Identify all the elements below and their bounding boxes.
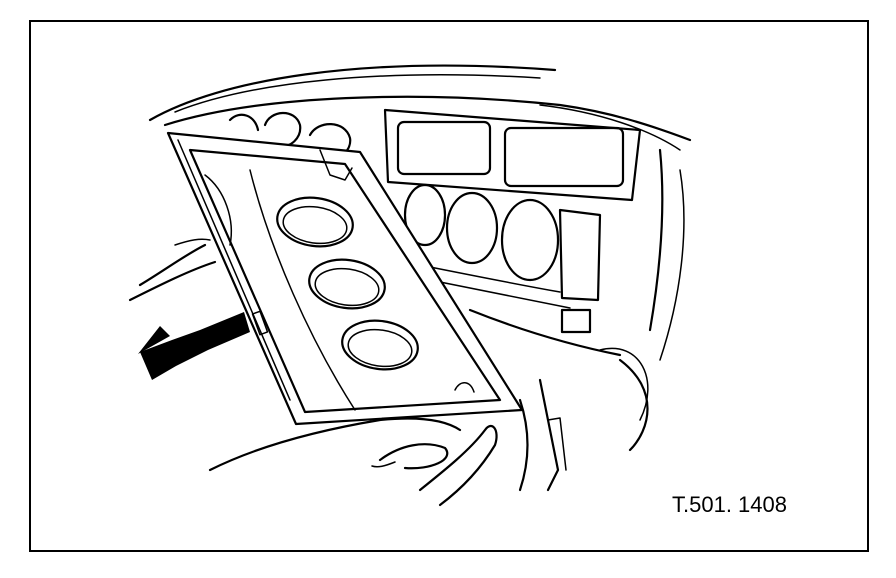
bottom-hand bbox=[208, 417, 498, 507]
instrument-panel-cover bbox=[166, 131, 524, 426]
arrow-icon bbox=[138, 312, 250, 380]
gauge-opening-1 bbox=[403, 183, 447, 247]
panel-gauge-hole-3 bbox=[341, 319, 419, 371]
left-hand bbox=[128, 238, 217, 302]
instrument-cluster bbox=[383, 108, 649, 452]
panel-clip bbox=[251, 310, 269, 336]
figure-reference-code: T.501. 1408 bbox=[672, 492, 787, 517]
panel-gauge-hole-1 bbox=[276, 196, 354, 248]
figure-frame bbox=[29, 20, 869, 552]
steering-column-parts bbox=[518, 378, 567, 492]
switch-block bbox=[560, 308, 592, 334]
panel-gauge-hole-2 bbox=[308, 258, 386, 310]
gauge-opening-2 bbox=[445, 191, 499, 265]
gauge-opening-3 bbox=[500, 198, 560, 282]
dashboard-outline bbox=[148, 64, 692, 361]
